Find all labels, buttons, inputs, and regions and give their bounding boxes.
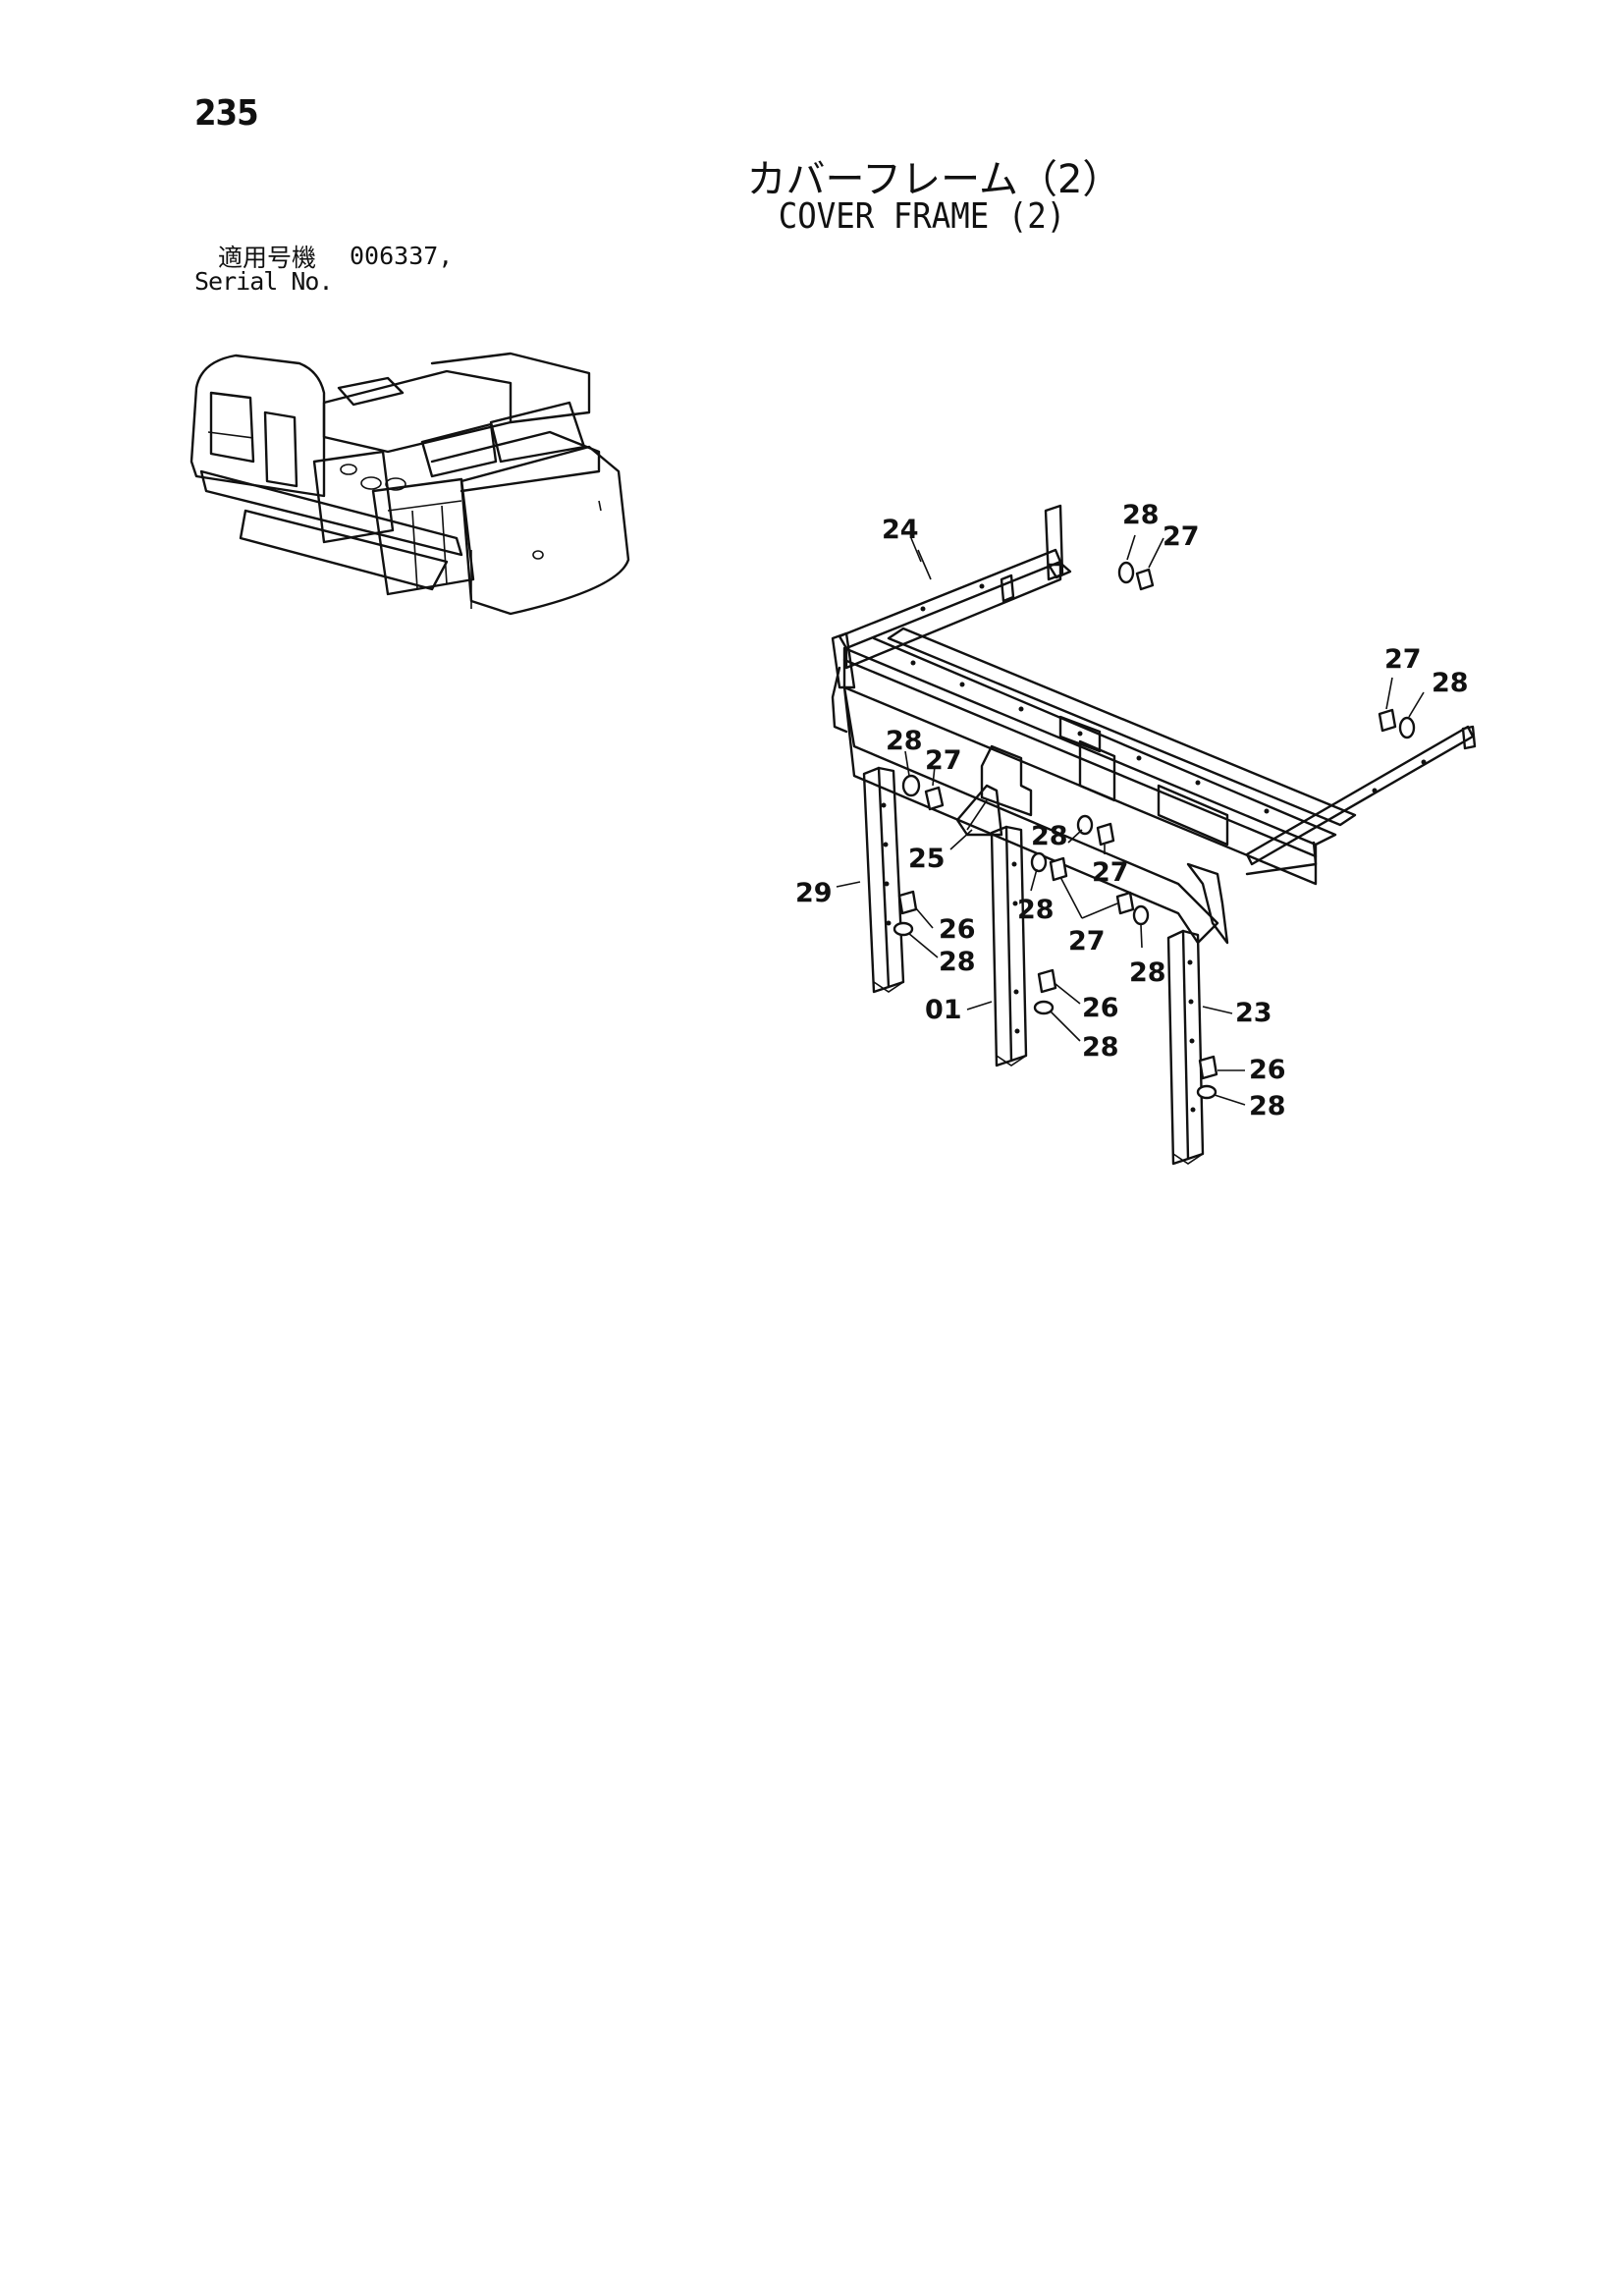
callout-29: 29 [795,878,833,908]
callout-25: 25 [908,844,946,874]
callout-23: 23 [1235,998,1272,1028]
callout-labels: 24 28 27 27 28 28 27 25 28 27 29 28 26 2… [795,500,1469,1121]
callout-28: 28 [1017,895,1055,925]
callout-27: 27 [1163,521,1200,552]
callout-26: 26 [1249,1055,1286,1085]
page-number: 235 [194,93,259,134]
callout-26: 26 [939,914,976,945]
callout-27: 27 [1068,926,1106,957]
callout-28: 28 [1122,500,1160,530]
mounting-holes [881,583,1427,1113]
excavator-overview-illustration [189,352,630,616]
callout-28: 28 [1129,957,1166,988]
callout-28: 28 [1432,668,1469,698]
cover-frame-assembly-drawing: 24 28 27 27 28 28 27 25 28 27 29 28 26 2… [795,500,1477,1166]
leader-lines [836,534,1425,1106]
callout-28: 28 [1031,821,1068,851]
serial-label-japanese: 適用号機 [218,244,317,272]
title-english: COVER FRAME (2) [778,196,1066,237]
callout-24: 24 [882,515,919,545]
bolts-and-washers [893,561,1416,1100]
callout-27: 27 [925,745,962,776]
serial-number-value: 006337, [350,242,454,270]
title-japanese: カバーフレーム（2） [746,157,1122,202]
callout-01: 01 [925,995,962,1025]
callout-28: 28 [886,726,923,756]
callout-28: 28 [1082,1032,1119,1063]
serial-label-english: Serial No. [194,267,334,296]
callout-28: 28 [939,947,976,977]
callout-28: 28 [1249,1091,1286,1121]
callout-27: 27 [1384,644,1422,675]
callout-26: 26 [1082,993,1119,1023]
callout-27: 27 [1092,857,1129,888]
